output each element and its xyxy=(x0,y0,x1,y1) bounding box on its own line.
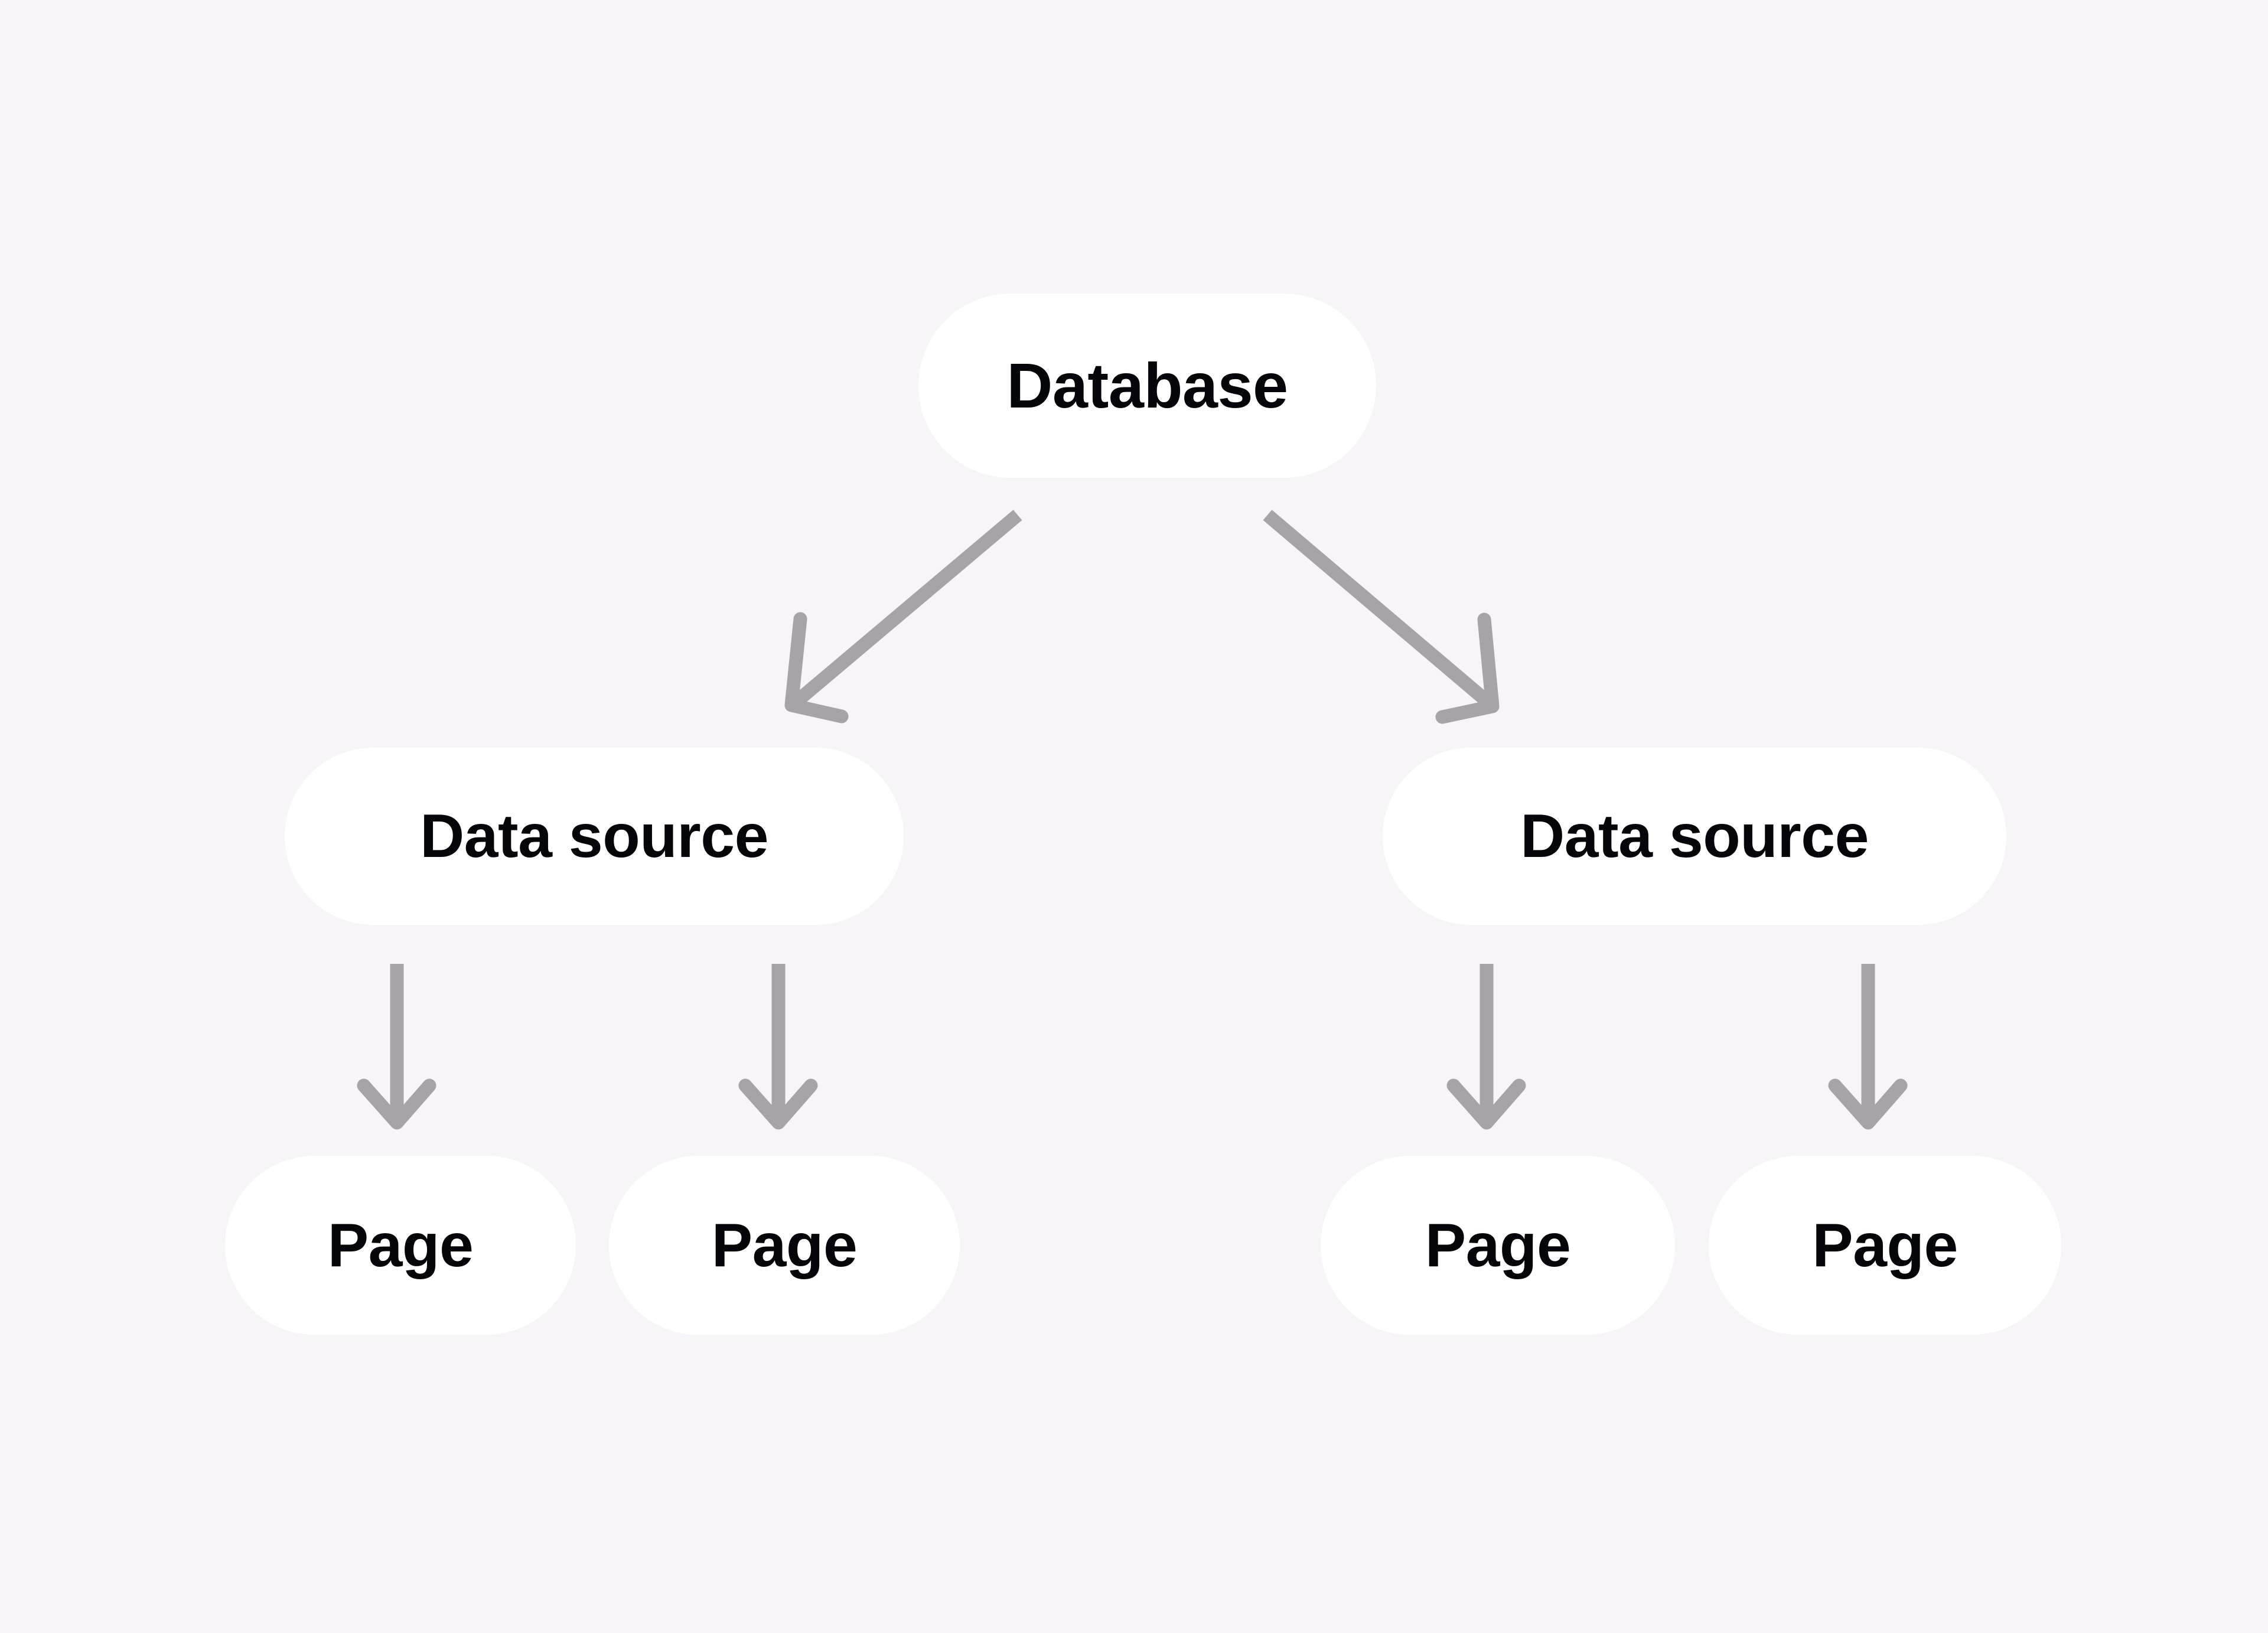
edge-data-source-left-to-page-2 xyxy=(738,964,818,1130)
node-page-3-label: Page xyxy=(1425,1211,1571,1280)
edge-data-source-right-to-page-4 xyxy=(1828,964,1908,1130)
node-data-source-right[interactable]: Data source xyxy=(1383,748,2006,925)
edge-database-to-data-source-left xyxy=(784,510,1022,723)
edge-database-to-data-source-right xyxy=(1263,510,1500,724)
node-page-2-label: Page xyxy=(711,1211,858,1280)
node-data-source-right-label: Data source xyxy=(1520,802,1869,871)
edge-data-source-right-to-page-3 xyxy=(1446,964,1526,1130)
node-data-source-left[interactable]: Data source xyxy=(285,748,904,925)
node-database-label: Database xyxy=(1006,350,1288,421)
node-page-3[interactable]: Page xyxy=(1321,1156,1675,1335)
node-database[interactable]: Database xyxy=(918,294,1376,478)
node-page-1-label: Page xyxy=(327,1211,474,1280)
node-page-4[interactable]: Page xyxy=(1709,1156,2061,1335)
node-page-1[interactable]: Page xyxy=(225,1156,576,1335)
node-data-source-left-label: Data source xyxy=(420,802,768,871)
node-page-2[interactable]: Page xyxy=(609,1156,960,1335)
edge-data-source-left-to-page-1 xyxy=(357,964,436,1130)
node-page-4-label: Page xyxy=(1812,1211,1958,1280)
